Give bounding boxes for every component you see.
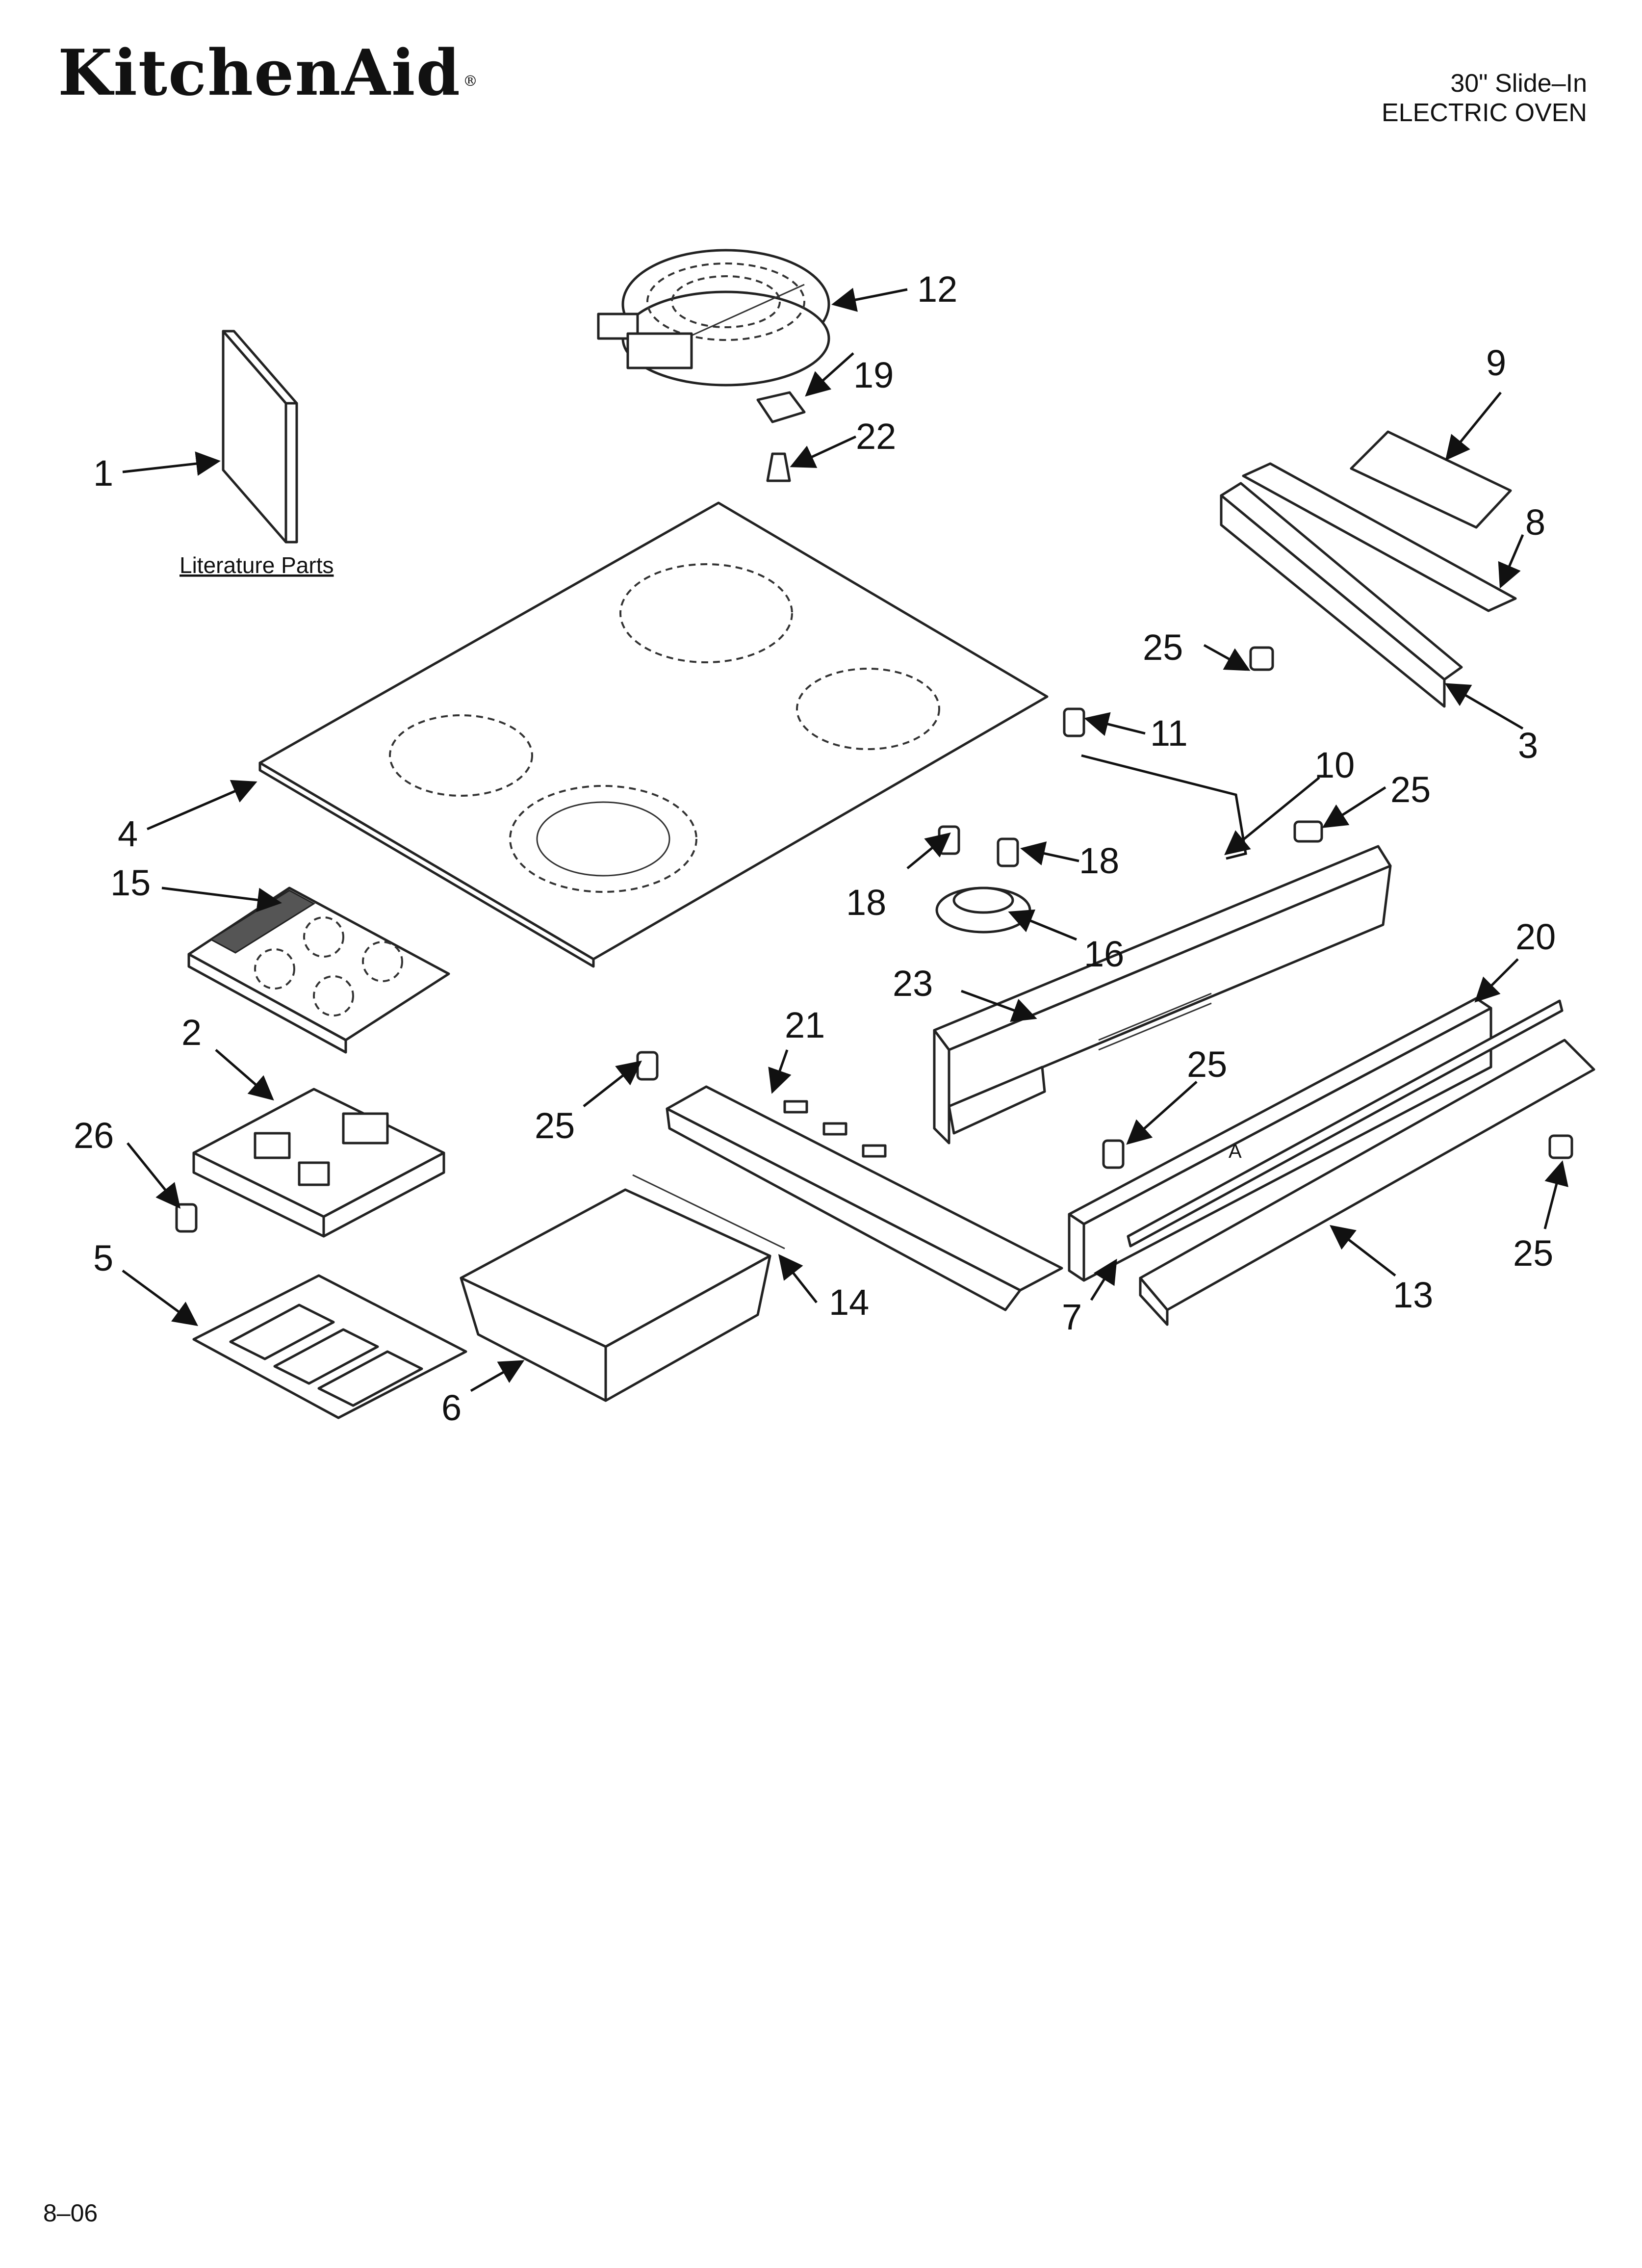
part-strip <box>1127 999 1564 1248</box>
callout-18-b: 18 <box>846 882 886 923</box>
part-literature <box>222 330 298 544</box>
callout-2: 2 <box>181 1012 202 1053</box>
model-title: 30" Slide–In ELECTRIC OVEN <box>1382 69 1587 128</box>
screw-group <box>175 646 1573 1233</box>
callout-7: 7 <box>1062 1297 1082 1337</box>
callout-25-a: 25 <box>1143 627 1183 668</box>
callout-20: 20 <box>1515 916 1556 957</box>
part-rear-bracket <box>1220 462 1517 708</box>
callout-5: 5 <box>93 1238 113 1278</box>
part-box-tray <box>460 1188 771 1402</box>
callout-25-b: 25 <box>1390 769 1431 810</box>
callout-10: 10 <box>1314 745 1355 785</box>
part-clip <box>756 391 806 423</box>
callout-22: 22 <box>856 416 896 457</box>
part-screw-22 <box>766 452 791 482</box>
brand-logo: KitchenAid® <box>58 42 479 104</box>
part-bracket-9 <box>1350 430 1512 529</box>
date-code: 8–06 <box>43 2199 98 2227</box>
part-control-board <box>187 886 450 1054</box>
callout-25-c: 25 <box>1187 1044 1227 1085</box>
brand-name: KitchenAid <box>58 36 461 110</box>
model-line-1: 30" Slide–In <box>1450 69 1587 98</box>
callout-8: 8 <box>1525 502 1545 543</box>
callout-18-a: 18 <box>1079 840 1119 881</box>
callout-13: 13 <box>1393 1275 1433 1315</box>
callout-23: 23 <box>893 963 933 1004</box>
part-front-trim <box>666 1085 1063 1311</box>
leader-lines <box>122 287 1568 1392</box>
callout-14: 14 <box>829 1282 869 1323</box>
part-vent-panel <box>933 845 1392 1145</box>
rail-marker: A <box>1229 1141 1242 1162</box>
callout-26: 26 <box>74 1115 114 1156</box>
literature-parts-label: Literature Parts <box>180 552 334 578</box>
part-sensor <box>935 886 1031 934</box>
part-shield-edge <box>632 1174 785 1250</box>
callout-25-d: 25 <box>535 1105 575 1146</box>
registered-mark: ® <box>462 73 479 90</box>
callout-6: 6 <box>441 1387 462 1428</box>
callout-3: 3 <box>1518 725 1538 766</box>
callout-11: 11 <box>1150 713 1188 754</box>
callout-21: 21 <box>785 1005 825 1045</box>
callout-25-e: 25 <box>1513 1233 1553 1274</box>
part-radiant-element <box>597 249 830 387</box>
callout-9: 9 <box>1486 342 1506 383</box>
callout-16: 16 <box>1084 934 1124 974</box>
callout-12: 12 <box>917 269 957 310</box>
part-cooktop-glass <box>258 501 1049 968</box>
model-line-2: ELECTRIC OVEN <box>1382 99 1587 127</box>
callout-19: 19 <box>853 355 894 395</box>
part-slide-rail <box>1139 1039 1595 1326</box>
part-base-plate <box>192 1274 467 1419</box>
part-rod <box>1081 754 1247 860</box>
callout-15: 15 <box>110 862 151 903</box>
callout-1: 1 <box>93 453 113 494</box>
part-control-box <box>192 1088 445 1238</box>
callout-4: 4 <box>118 813 138 854</box>
